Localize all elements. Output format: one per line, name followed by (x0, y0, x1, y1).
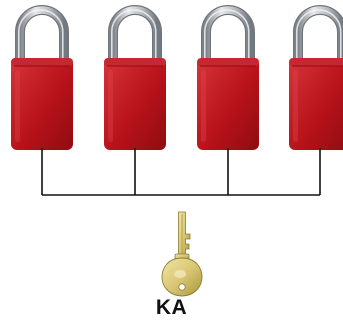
key-icon (161, 211, 203, 297)
padlock-icon (289, 5, 343, 150)
padlock-icon (197, 5, 259, 150)
padlock-row (11, 5, 343, 150)
keyed-alike-label: KA (155, 296, 188, 319)
padlock-icon (104, 5, 166, 150)
connector-lines (41, 148, 321, 196)
padlock-icon (11, 5, 73, 150)
